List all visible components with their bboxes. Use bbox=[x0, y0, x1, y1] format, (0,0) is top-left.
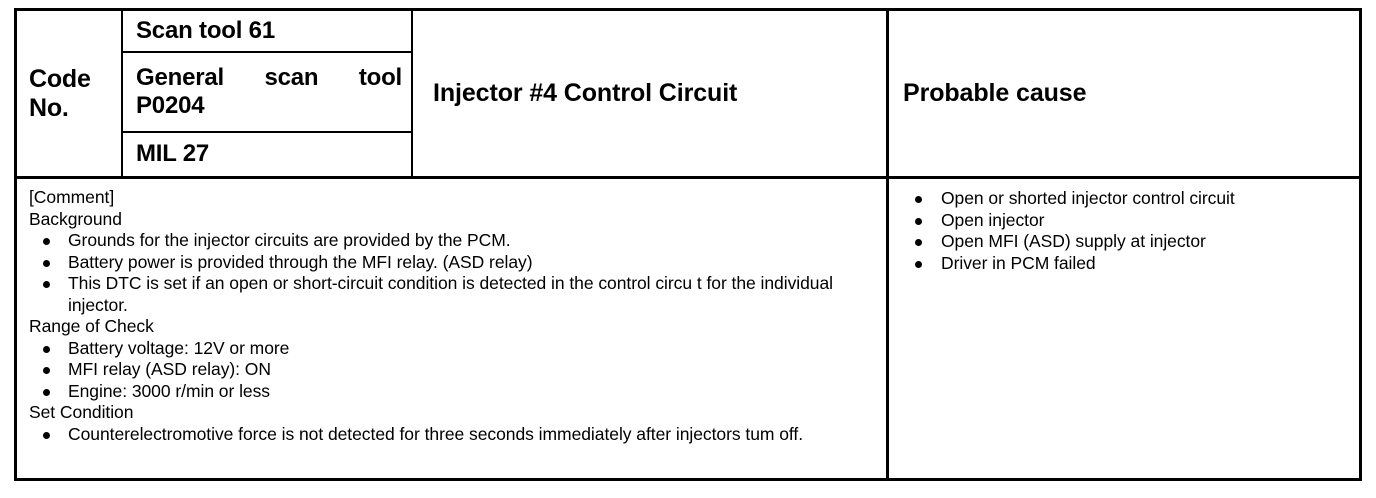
probable-cause-4: Driver in PCM failed bbox=[941, 252, 1096, 273]
list-item: Counterelectromotive force is not detect… bbox=[29, 424, 876, 446]
scan-tool-label: Scan tool 61 bbox=[136, 16, 275, 44]
bullet-icon bbox=[43, 431, 50, 439]
comment-cell: [Comment] Background Grounds for the inj… bbox=[17, 179, 889, 478]
bullet-icon bbox=[43, 259, 50, 267]
bullet-icon bbox=[43, 345, 50, 353]
bullet-icon bbox=[915, 239, 922, 246]
range-bullet-3: Engine: 3000 r/min or less bbox=[68, 380, 271, 401]
probable-cause-1: Open or shorted injector control circuit bbox=[941, 188, 1235, 208]
background-bullet-2: Battery power is provided through the MF… bbox=[68, 251, 533, 272]
general-scan-tool-line-1: General scan tool bbox=[136, 63, 402, 91]
table-body-row: [Comment] Background Grounds for the inj… bbox=[17, 179, 1359, 478]
code-no-header-cell: Code No. bbox=[17, 11, 123, 176]
table-header-row: Code No. Scan tool 61 General scan tool … bbox=[17, 11, 1359, 179]
probable-cause-3: Open MFI (ASD) supply at injector bbox=[941, 231, 1206, 251]
probable-cause-cell: Open or shorted injector control circuit… bbox=[889, 179, 1359, 478]
background-bullet-1: Grounds for the injector circuits are pr… bbox=[68, 230, 511, 250]
list-item: Engine: 3000 r/min or less bbox=[29, 381, 876, 403]
section-label-background: Background bbox=[29, 208, 122, 229]
general-scan-tool-row: General scan tool P0204 bbox=[123, 53, 411, 133]
list-item: Driver in PCM failed bbox=[903, 253, 1349, 275]
list-item: Open or shorted injector control circuit bbox=[903, 188, 1349, 210]
code-no-label: Code No. bbox=[29, 65, 91, 123]
range-of-check-bullet-list: Battery voltage: 12V or more MFI relay (… bbox=[29, 338, 876, 403]
bullet-icon bbox=[43, 281, 50, 288]
list-item: MFI relay (ASD relay): ON bbox=[29, 359, 876, 381]
bullet-icon bbox=[915, 260, 922, 268]
probable-cause-title: Probable cause bbox=[903, 79, 1087, 107]
list-item: Battery voltage: 12V or more bbox=[29, 338, 876, 360]
range-bullet-2: MFI relay (ASD relay): ON bbox=[68, 359, 271, 379]
general-scan-tool-label: General scan tool P0204 bbox=[136, 64, 402, 121]
mil-label: MIL 27 bbox=[136, 140, 210, 168]
list-item: Grounds for the injector circuits are pr… bbox=[29, 230, 876, 252]
set-condition-bullet-1: Counterelectromotive force is not detect… bbox=[68, 423, 804, 444]
probable-cause-header-cell: Probable cause bbox=[889, 11, 1359, 176]
bullet-icon bbox=[43, 367, 50, 374]
background-bullet-list: Grounds for the injector circuits are pr… bbox=[29, 230, 876, 316]
comment-heading: [Comment] bbox=[29, 187, 115, 207]
probable-cause-list: Open or shorted injector control circuit… bbox=[903, 188, 1349, 274]
probable-cause-body: Open or shorted injector control circuit… bbox=[903, 188, 1349, 274]
scan-tool-code-stack: Scan tool 61 General scan tool P0204 MIL… bbox=[123, 11, 413, 176]
bullet-icon bbox=[43, 388, 50, 396]
background-bullet-3: This DTC is set if an open or short-circ… bbox=[68, 273, 834, 315]
circuit-title: Injector #4 Control Circuit bbox=[433, 79, 738, 107]
section-label-range-of-check: Range of Check bbox=[29, 316, 154, 336]
probable-cause-2: Open injector bbox=[941, 209, 1045, 230]
general-scan-tool-line-2: P0204 bbox=[136, 92, 205, 119]
bullet-icon bbox=[915, 217, 922, 225]
code-no-line-1: Code bbox=[29, 64, 91, 93]
set-condition-bullet-list: Counterelectromotive force is not detect… bbox=[29, 424, 876, 446]
list-item: Open MFI (ASD) supply at injector bbox=[903, 231, 1349, 253]
mil-row: MIL 27 bbox=[123, 133, 411, 176]
list-item: Open injector bbox=[903, 210, 1349, 232]
section-label-set-condition: Set Condition bbox=[29, 402, 134, 422]
dtc-table: Code No. Scan tool 61 General scan tool … bbox=[14, 8, 1362, 481]
range-bullet-1: Battery voltage: 12V or more bbox=[68, 337, 290, 358]
bullet-icon bbox=[43, 238, 50, 245]
code-no-line-2: No. bbox=[29, 93, 69, 122]
circuit-title-cell: Injector #4 Control Circuit bbox=[413, 11, 889, 176]
comment-body: [Comment] Background Grounds for the inj… bbox=[29, 187, 876, 445]
scan-tool-row: Scan tool 61 bbox=[123, 11, 411, 53]
bullet-icon bbox=[915, 196, 922, 203]
list-item: This DTC is set if an open or short-circ… bbox=[29, 273, 876, 316]
list-item: Battery power is provided through the MF… bbox=[29, 252, 876, 274]
